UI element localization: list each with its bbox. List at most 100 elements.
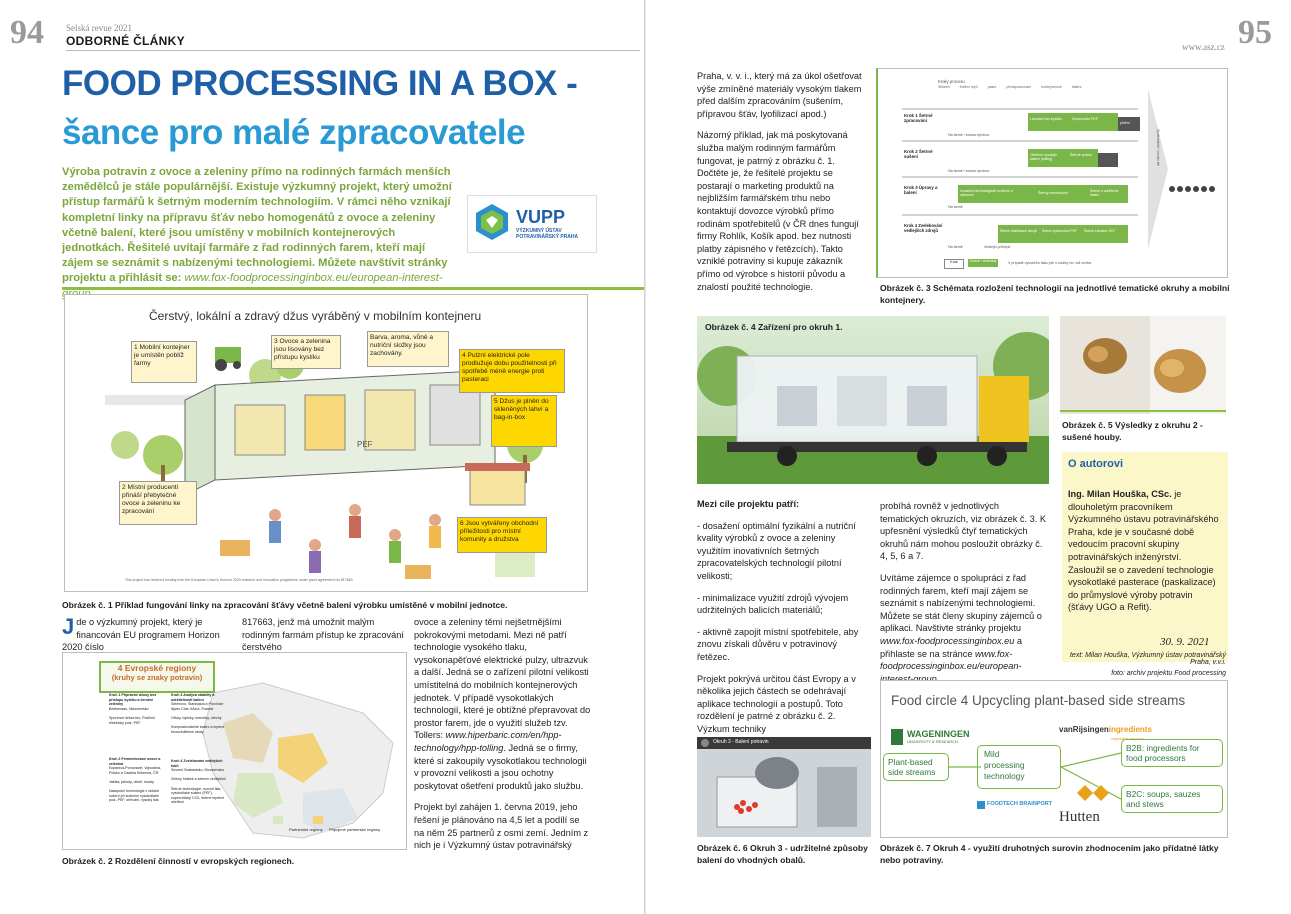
right-col1-text: Praha, v. v. i., který má za úkol ošetřo… xyxy=(697,70,867,302)
credit-text: text: Milan Houška, Výzkumný ústav potra… xyxy=(1069,652,1226,666)
fig1-label-4: 4 Pulzní elektrické pole prodlužuje dobu… xyxy=(459,349,565,393)
fig2-k1-items: Sportovní šťáva bio, Posílení elektrický… xyxy=(109,715,156,725)
fig1-label-5: 5 Džus je plněn do skleněných lahví a ba… xyxy=(491,395,557,447)
green-divider xyxy=(62,287,644,290)
fig1-illustration: PEF xyxy=(105,347,545,579)
page-number-left: 94 xyxy=(10,14,44,51)
fig7-vanr: vanRijsingeningredients xyxy=(1059,725,1152,734)
fig2-title1: 4 Evropské regiony xyxy=(117,663,197,673)
fig5-caption: Obrázek č. 5 Výsledky z okruhu 2 - sušen… xyxy=(1062,420,1203,442)
goals-title: Mezi cíle projektu patří: xyxy=(697,499,800,509)
right-col3-para2: Uvítáme zájemce o spolupráci z řad rodin… xyxy=(880,572,1050,685)
hiperbaric-link[interactable]: www.hiperbaric.com/en/hpp-technology/hpp… xyxy=(414,730,562,753)
fig7-box3b: food processors xyxy=(1126,753,1186,763)
fig2-k3-items2: Kompostovatelné balení a lepené biorozlo… xyxy=(171,725,225,734)
fig2-k2-items2: Nasopolní technologie v oblasti sušení p… xyxy=(109,789,159,803)
fig1-footnote: This project has received funding from t… xyxy=(125,578,353,582)
right-col2-text: Mezi cíle projektu patří: - dosažení opt… xyxy=(697,498,869,745)
author-box-text: Ing. Milan Houška, CSc. je dlouholetým p… xyxy=(1068,488,1220,614)
fig4-caption: Obrázek č. 4 Zařízení pro okruh 1. xyxy=(705,322,843,332)
fig3-k2-b1: Ošetření vysokým tlakem (tolling) xyxy=(1030,153,1058,161)
fig7-box2c: technology xyxy=(984,771,1025,781)
left-col1-para: de o výzkumný projekt, který je financov… xyxy=(62,617,220,653)
fig7-box3a: B2B: ingredients for xyxy=(1126,743,1200,753)
right-col3-mid: a přihlaste se na stránce xyxy=(880,635,1023,659)
fig1-label-1: 1 Mobilní kontejner je umístěn poblíž fa… xyxy=(131,341,197,383)
right-col3-text: probíhá rovněž v jednotlivých tematickýc… xyxy=(880,500,1050,694)
goal-2: - minimalizace využití zdrojů vývojem ud… xyxy=(697,592,849,616)
figure-5 xyxy=(1060,316,1226,414)
fig3-col-0: Sklizeň xyxy=(938,85,950,89)
page-number-right: 95 xyxy=(1238,14,1272,51)
vupp-logo-sub1: VÝZKUMNÝ ÚSTAV xyxy=(516,228,562,234)
fig2-legend-1: Partnerské regiony xyxy=(289,827,323,832)
fig2-k3-title: Kruh 3 Analýza stability a udržitelnosti… xyxy=(171,693,215,702)
fig3-k4-note: Na farmě xyxy=(948,245,963,249)
fig1-label-6: 6 Jsou vytvářeny obchodní příležitosti p… xyxy=(457,517,547,553)
fig2-k1-title: Kruh 1 Přípravné džusy bez přístupu kysl… xyxy=(109,693,157,707)
fig7-hutten: Hutten xyxy=(1059,809,1100,825)
goal-3: - aktivně zapojit místní spotřebitele, a… xyxy=(697,626,859,662)
fig3-columns: Sklizeň třídění mytí pasní předzpracován… xyxy=(938,85,1168,89)
title-line-1: FOOD PROCESSING IN A BOX - xyxy=(62,64,578,103)
fig1-caption: Obrázek č. 1 Příklad fungování linky na … xyxy=(62,600,508,610)
fig2-title2: (kruhy se znaky potravin) xyxy=(111,673,203,682)
fig7-diagram xyxy=(891,729,1122,809)
fig6-video-title: Okruh 3 - Balení potravin xyxy=(713,739,769,745)
fig7-box4b: and stews xyxy=(1126,799,1164,809)
credit-photo: foto: archiv projektu Food processing xyxy=(1111,670,1226,677)
figure-6: Okruh 3 - Balení potravin xyxy=(697,737,871,837)
fig5-photo xyxy=(1060,316,1226,414)
fig7-caption: Obrázek č. 7 Okruh 4 - využití druhotnýc… xyxy=(880,843,1219,865)
fig2-title-box: 4 Evropské regiony (kruhy se znaky potra… xyxy=(99,661,215,693)
vupp-logo-graphic xyxy=(476,204,508,240)
fig7-wur: WAGENINGEN xyxy=(907,729,970,739)
figure-3: Kroky procesu Sklizeň třídění mytí pasní… xyxy=(876,68,1228,278)
left-col3-text: ovoce a zeleniny těmi nejšetrnějšími pok… xyxy=(414,616,592,861)
fig7-vanr-ingredients: ingredients xyxy=(1108,725,1152,734)
fig2-caption: Obrázek č. 2 Rozdělení činností v evrops… xyxy=(62,856,295,866)
fig3-caption: Obrázek č. 3 Schémata rozložení technolo… xyxy=(880,283,1230,305)
fig1-label-3: 3 Ovoce a zelenina jsou lisovány bez pří… xyxy=(271,335,341,369)
right-col3-p2: Uvítáme zájemce o spolupráci z řad rodin… xyxy=(880,572,1042,634)
header-rule xyxy=(66,50,640,51)
fig3-k3-note: Na farmě xyxy=(948,205,963,209)
section-title: ODBORNÉ ČLÁNKY xyxy=(66,34,185,48)
page-gutter xyxy=(644,0,646,914)
fig2-k4-items: Zelený hrášek a zelenin vedlejšími xyxy=(171,777,226,782)
fig3-col-1: třídění mytí xyxy=(959,85,978,89)
fig2-k3-items: Olivky, bylinky, meruňky, ořechy xyxy=(171,715,222,720)
fig7-wur-sub: UNIVERSITY & RESEARCH xyxy=(907,739,959,744)
fig3-k4: Krok 4 Zvelebování vedlejších zdrojů xyxy=(904,223,943,233)
fig1-label-color: Barva, aroma, vůně a nutriční složky jso… xyxy=(367,331,449,367)
vupp-logo-sub2: POTRAVINÁŘSKÝ PRAHA xyxy=(516,234,579,240)
fig3-side: Spotřebitelé / místní trh xyxy=(1156,129,1160,167)
fig2-k1-loc: Beekenaas, Nizozemsko xyxy=(109,706,149,711)
fig3-k2: Krok 2 Šetrné sušení xyxy=(904,149,933,159)
fig7-title: Food circle 4 Upcycling plant-based side… xyxy=(891,693,1186,708)
fig3-k1-b3: plnění xyxy=(1120,121,1130,125)
author-box: O autorovi Ing. Milan Houška, CSc. je dl… xyxy=(1062,452,1228,662)
fig3-k1-b1: Lisování bez kyslíku xyxy=(1030,117,1063,121)
fig2-legend-2: Připojené partnerské regiony xyxy=(329,827,381,832)
fig2-k2-title: Kruh 2 Fermentované ovoce a zelenina xyxy=(109,757,161,766)
fig3-k1-note: Na farmě / strana výrobce xyxy=(948,133,990,137)
fig2-k3: Kruh 3 Analýza stability a udržitelnosti… xyxy=(171,693,227,734)
right-col2-para: Projekt pokrývá určitou část Evropy a v … xyxy=(697,673,856,734)
left-col2-text: 817663, jenž má umožnit malým rodinným f… xyxy=(242,617,404,653)
fig3-col-4: kontejnerové xyxy=(1041,85,1062,89)
fig2-k1: Kruh 1 Přípravné džusy bez přístupu kysl… xyxy=(109,693,167,725)
fig3-k1: Krok 1 Šetrné zpracování xyxy=(904,113,933,123)
interest-group-link[interactable]: www.fox-foodprocessinginbox.eu/european-… xyxy=(880,648,1022,684)
fig7-vanr-sub: vegetable explorer xyxy=(1111,736,1144,741)
fig7-box2a: Mild xyxy=(984,749,1000,759)
left-col3-p1: ovoce a zeleniny těmi nejšetrnějšími pok… xyxy=(414,617,591,741)
lead-paragraph: Výroba potravin z ovoce a zeleniny přímo… xyxy=(62,165,454,302)
fig3-k4-note2: Vedlejší průmysl xyxy=(984,245,1011,249)
fig1-pef-label: PEF xyxy=(357,440,373,449)
project-link[interactable]: www.fox-foodprocessinginbox.eu xyxy=(880,635,1015,646)
